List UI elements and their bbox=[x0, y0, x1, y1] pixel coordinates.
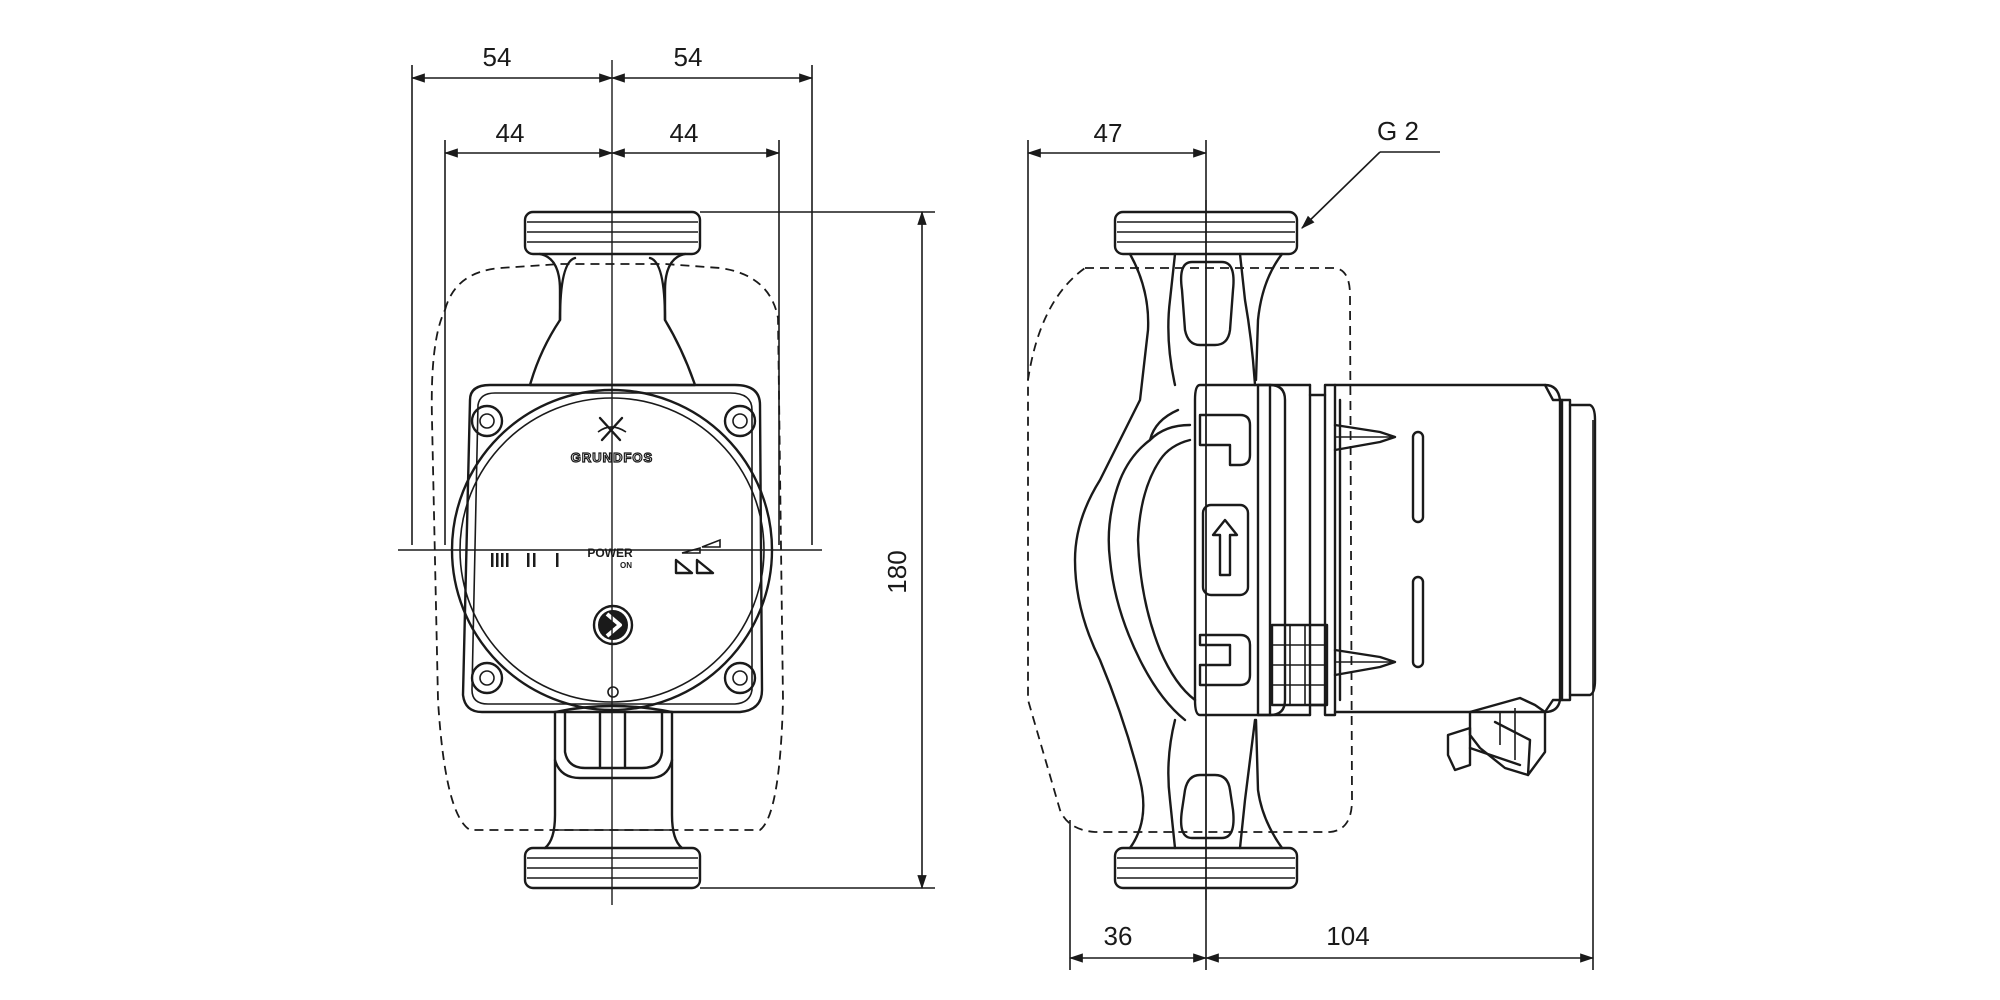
dim-44-left: 44 bbox=[496, 118, 525, 148]
front-extension-lines bbox=[411, 65, 935, 889]
side-terminal-block bbox=[1270, 623, 1329, 707]
side-motor-can bbox=[1333, 383, 1597, 714]
dim-180: 180 bbox=[882, 550, 912, 593]
thread-callout: G 2 bbox=[1301, 116, 1440, 229]
side-pump-body bbox=[1073, 252, 1284, 850]
front-dashed-envelope bbox=[430, 263, 784, 831]
pressure-curve-icons bbox=[674, 538, 721, 575]
side-dashed-envelope bbox=[1027, 267, 1353, 833]
mode-push-button-icon bbox=[592, 604, 634, 646]
flow-direction-arrow-icon bbox=[1201, 503, 1250, 597]
side-lugs bbox=[1198, 413, 1252, 687]
power-label: POWER bbox=[587, 546, 633, 560]
side-view: 47 36 104 G 2 bbox=[1026, 116, 1597, 970]
side-dimension-lines bbox=[1026, 148, 1595, 963]
side-cable-connector bbox=[1446, 696, 1547, 777]
front-dimension-lines bbox=[410, 73, 927, 890]
dim-44-right: 44 bbox=[670, 118, 699, 148]
front-view: 54 54 44 44 180 bbox=[398, 42, 935, 905]
dim-104: 104 bbox=[1326, 921, 1369, 951]
dim-54-right: 54 bbox=[674, 42, 703, 72]
dim-47: 47 bbox=[1094, 118, 1123, 148]
front-terminal-box bbox=[553, 686, 674, 780]
front-bottom-neck bbox=[543, 758, 684, 850]
front-center-lines bbox=[398, 60, 822, 905]
dim-36: 36 bbox=[1104, 921, 1133, 951]
thread-callout-text: G 2 bbox=[1377, 116, 1419, 146]
dim-54-left: 54 bbox=[483, 42, 512, 72]
flange-bolts bbox=[470, 404, 757, 695]
motor-flange bbox=[461, 383, 764, 714]
power-on-label: ON bbox=[620, 561, 632, 570]
mode-indicator-bars bbox=[491, 553, 559, 567]
